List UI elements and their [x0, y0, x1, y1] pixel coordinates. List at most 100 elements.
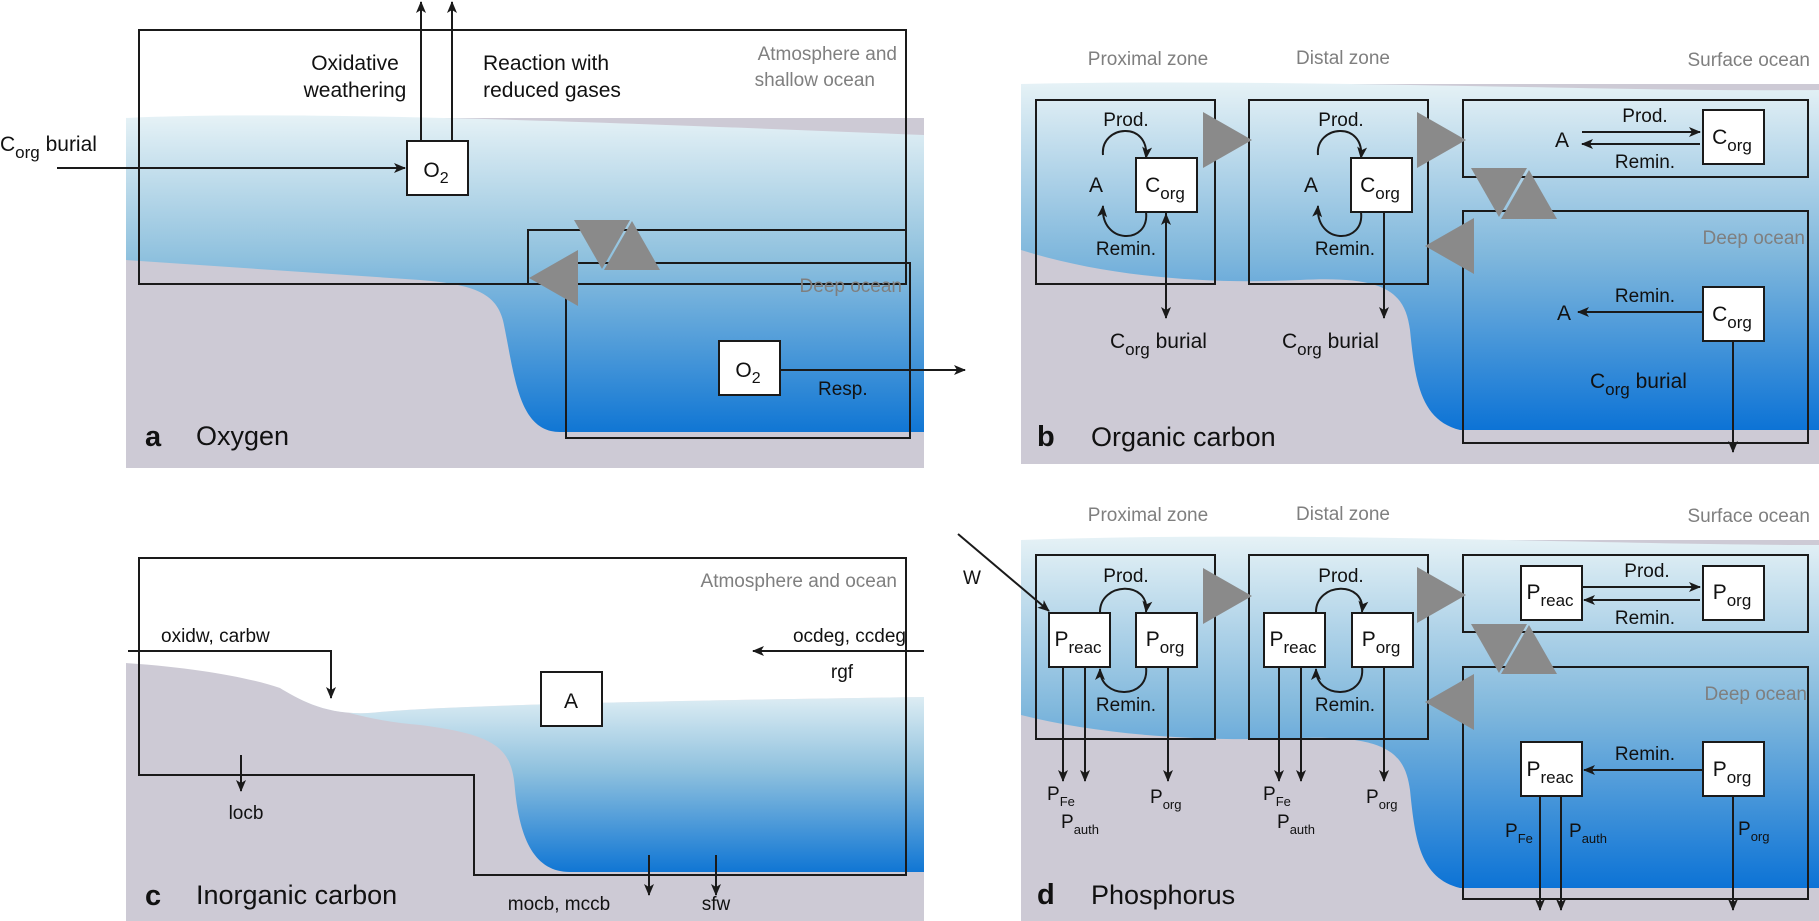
panel-d-proximal-porg-box — [1135, 612, 1198, 668]
panel-c-sfw: sfw — [702, 894, 731, 915]
panel-a-zone-deep: Deep ocean — [800, 276, 902, 297]
panel-a-zone-top-2: shallow ocean — [755, 70, 875, 91]
panel-b-proximal-remin: Remin. — [1096, 239, 1156, 260]
panel-a-title: Oxygen — [196, 421, 289, 451]
panel-d-deep-porg-label: Porg — [1713, 758, 1752, 787]
panel-a-oxidative-2: weathering — [303, 79, 407, 102]
panel-c-title: Inorganic carbon — [196, 880, 397, 910]
panel-d-deep-porg: Porg — [1738, 819, 1769, 844]
panel-d-distal-pfe: PFe — [1263, 784, 1291, 809]
panel-b-ocean — [1021, 82, 1819, 430]
panel-d-distal-label: Distal zone — [1296, 504, 1390, 525]
panel-d-surface-porg-label: Porg — [1713, 581, 1752, 610]
panel-d-surface-preac-box — [1520, 565, 1583, 621]
panel-a-oxidative-1: Oxidative — [311, 52, 399, 75]
panel-b-proximal-remin-loop — [1097, 205, 1148, 237]
panel-d-distal-pauth: Pauth — [1277, 812, 1315, 837]
panel-b-surface-prod: Prod. — [1622, 106, 1667, 127]
panel-d-proximal-prod: Prod. — [1103, 566, 1148, 587]
panel-b-proximal-burial: Corg burial — [1110, 330, 1207, 359]
panel-a-corg-burial: Corg burial — [0, 133, 97, 162]
panel-d-proximal-pauth: Pauth — [1061, 812, 1099, 837]
panel-b-proximal-label: Proximal zone — [1088, 49, 1208, 70]
panel-c-ocean — [280, 688, 924, 872]
panel-c-letter: c — [145, 880, 161, 912]
panel-b-deep-a: A — [1557, 302, 1571, 325]
panel-b-proximal-a: A — [1089, 174, 1103, 197]
panel-d-distal-prod: Prod. — [1318, 566, 1363, 587]
panel-d-distal-remin: Remin. — [1315, 695, 1375, 716]
panel-d-surface-porg-box — [1702, 565, 1765, 621]
panel-b-letter: b — [1037, 421, 1055, 453]
panel-d-proximal-remin: Remin. — [1096, 695, 1156, 716]
panel-a-reaction-1: Reaction with — [483, 52, 609, 75]
panel-d-distal-porg: Porg — [1366, 787, 1397, 812]
panel-b-proximal-corg-label: Corg — [1145, 174, 1185, 203]
panel-b-distal-corg-box — [1350, 157, 1413, 213]
panel-b-surface-a: A — [1555, 129, 1569, 152]
panel-c-rgf: rgf — [831, 662, 854, 683]
panel-d-w-arrow — [957, 533, 1050, 612]
panel-b-distal-prod-loop — [1316, 130, 1368, 159]
panel-b-surface-remin: Remin. — [1615, 152, 1675, 173]
panel-a-o2-deep-box — [718, 340, 781, 396]
panel-a-resp-label: Resp. — [818, 379, 868, 400]
panel-d-deep-pauth: Pauth — [1569, 821, 1607, 846]
panel-c-oxidw: oxidw, carbw — [161, 626, 270, 647]
panel-b-deep-burial: Corg burial — [1590, 370, 1687, 399]
panel-d-distal-porg-label: Porg — [1362, 628, 1401, 657]
panel-a-shelf-outline — [139, 229, 906, 285]
panel-d-deep-label: Deep ocean — [1705, 684, 1807, 705]
panel-c-oxidw-arrow — [128, 650, 336, 699]
panel-d-surface-label: Surface ocean — [1687, 506, 1810, 527]
panel-d-deep-box — [1462, 666, 1809, 900]
panel-d-distal-preac-label: Preac — [1269, 628, 1317, 657]
panel-d-deep-preac-box — [1520, 741, 1583, 797]
panel-d-deep-preac-label: Preac — [1526, 758, 1574, 787]
panel-d-proximal-porg-label: Porg — [1146, 628, 1185, 657]
panel-a-o2-shallow-box — [406, 140, 469, 196]
panel-d-deep-pfe: PFe — [1505, 821, 1533, 846]
panel-d-surface-prod: Prod. — [1624, 561, 1669, 582]
panel-a-o2-deep-label: O2 — [735, 359, 760, 387]
panel-b-title: Organic carbon — [1091, 422, 1276, 452]
panel-c-inorganic-carbon: Atmosphere and ocean oxidw, carbw ocdeg,… — [126, 553, 924, 921]
panel-b-surface-corg-box — [1702, 109, 1765, 165]
panel-b-deep-box — [1462, 210, 1809, 444]
panel-b-proximal-prod-loop — [1101, 130, 1153, 159]
panel-c-locb: locb — [229, 803, 264, 824]
panel-d-distal-remin-loop — [1311, 666, 1364, 693]
panel-a-oxygen: Atmosphere and shallow ocean Deep ocean … — [0, 1, 966, 468]
panel-c-a-label: A — [564, 690, 578, 713]
panel-d-proximal-porg: Porg — [1150, 787, 1181, 812]
panel-b-organic-carbon: Proximal zone Distal zone Surface ocean … — [1021, 48, 1819, 464]
panel-d-deep-porg-box — [1702, 741, 1765, 797]
panel-b-distal-corg-label: Corg — [1360, 174, 1400, 203]
panel-a-o2-shallow-label: O2 — [423, 159, 448, 187]
panel-d-deep-remin: Remin. — [1615, 744, 1675, 765]
panel-d-proximal-label: Proximal zone — [1088, 505, 1208, 526]
panel-a-letter: a — [145, 421, 162, 453]
panel-b-distal-label: Distal zone — [1296, 48, 1390, 69]
panel-a-zone-top-1: Atmosphere and — [758, 44, 897, 65]
panel-b-proximal-prod: Prod. — [1103, 110, 1148, 131]
panel-c-mocb: mocb, mccb — [508, 894, 610, 915]
panel-b-distal-remin-loop — [1312, 205, 1363, 237]
panel-d-phosphorus: Proximal zone Distal zone Surface ocean … — [957, 504, 1819, 921]
panel-c-frame — [138, 557, 907, 876]
panel-c-ocdeg: ocdeg, ccdeg — [793, 626, 906, 647]
panel-d-proximal-remin-loop — [1095, 666, 1148, 693]
panel-d-proximal-preac-box — [1048, 612, 1111, 668]
panel-b-surface-corg-label: Corg — [1712, 126, 1752, 155]
panel-d-distal-porg-box — [1351, 612, 1414, 668]
panel-d-surface-preac-label: Preac — [1526, 581, 1574, 610]
panel-b-proximal-corg-box — [1135, 157, 1198, 213]
panel-b-deep-label: Deep ocean — [1703, 228, 1805, 249]
panel-c-zone-top: Atmosphere and ocean — [701, 571, 897, 592]
panel-b-deep-corg-box — [1702, 286, 1765, 342]
panel-b-distal-box — [1248, 99, 1429, 285]
panel-d-surface-remin: Remin. — [1615, 608, 1675, 629]
panel-d-proximal-box — [1035, 554, 1216, 740]
panel-b-distal-prod: Prod. — [1318, 110, 1363, 131]
